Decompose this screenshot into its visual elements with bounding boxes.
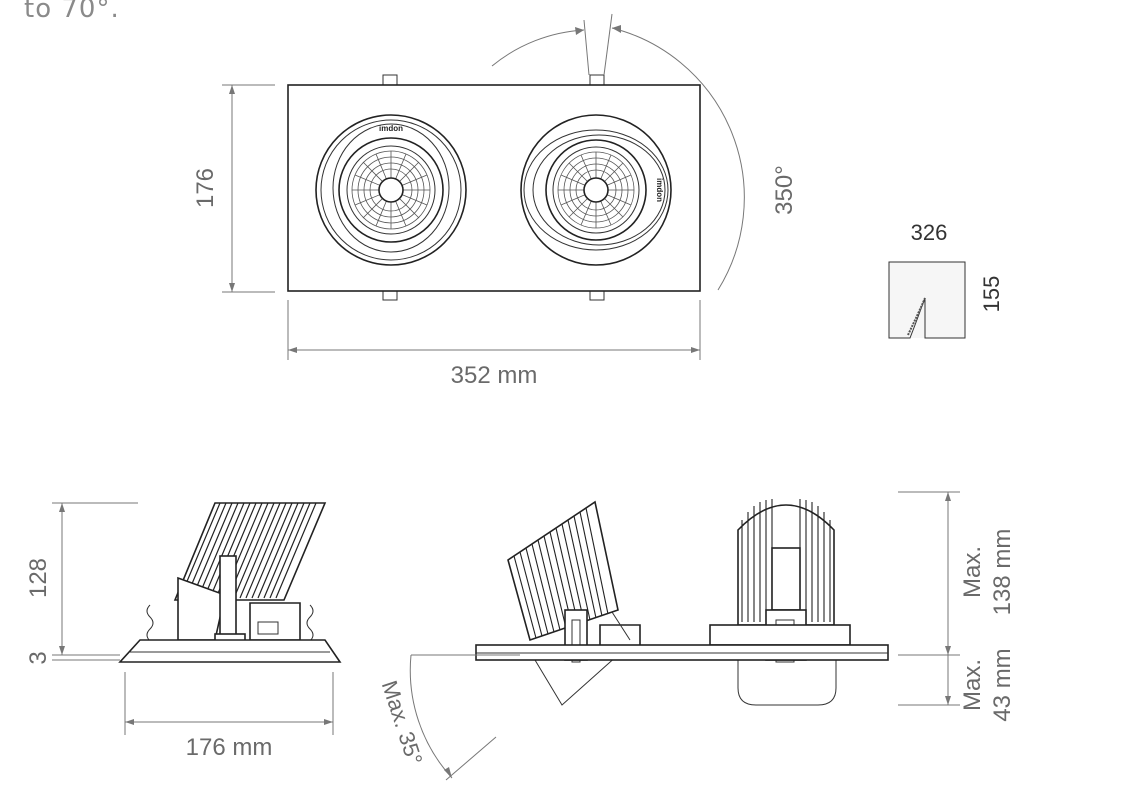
clip xyxy=(589,290,605,301)
side-height-label: 128 xyxy=(25,558,52,598)
downlight-projection xyxy=(737,659,837,706)
spring-right xyxy=(306,604,314,642)
front-view: Max. 35° Max. 138 mm Max. 43 mm xyxy=(377,491,1016,781)
top-height-label: 176 xyxy=(192,168,219,208)
clip xyxy=(382,290,398,301)
trim-side xyxy=(118,639,342,663)
heatsink-fins-tilted xyxy=(513,507,609,639)
below-label-line2: 43 mm xyxy=(989,648,1016,721)
caption-text: to 70°. xyxy=(24,0,120,24)
cutout-width-label: 326 xyxy=(911,220,948,245)
cutout-symbol: 326 155 xyxy=(888,220,1004,339)
top-view: imdon xyxy=(192,13,798,389)
spring-left xyxy=(146,604,154,642)
yoke xyxy=(219,555,237,641)
top-width-label: 352 mm xyxy=(451,362,538,389)
side-width-label: 176 mm xyxy=(186,734,273,761)
above-label-line1: Max. xyxy=(959,546,986,598)
module-right: imdon xyxy=(520,114,672,266)
above-label-line2: 138 mm xyxy=(989,529,1016,616)
tilt-label: Max. 35° xyxy=(377,677,428,768)
side-view: 128 3 176 mm xyxy=(25,502,342,761)
brand-mark-right: imdon xyxy=(655,178,664,202)
heatsink-tilted xyxy=(507,500,619,642)
rotation-label: 350° xyxy=(771,165,798,215)
side-trim-label: 3 xyxy=(25,651,52,664)
module-left: imdon xyxy=(315,114,467,266)
heatsink-fins-side xyxy=(179,502,317,599)
brand-mark-left: imdon xyxy=(379,124,403,133)
cutout-height-label: 155 xyxy=(979,276,1004,313)
below-label-line1: Max. xyxy=(959,659,986,711)
